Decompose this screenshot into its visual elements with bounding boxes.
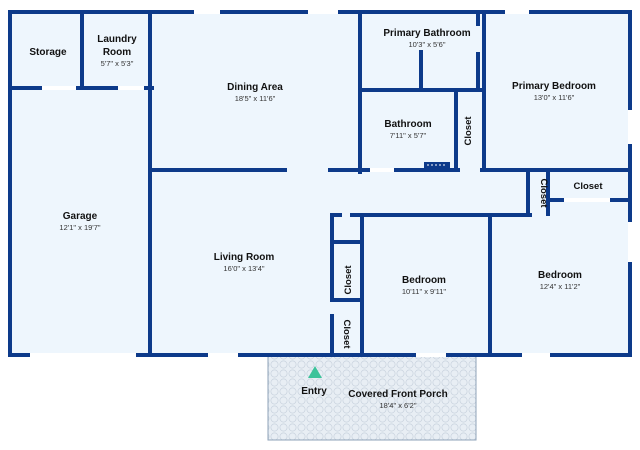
closet-label-right: Closet <box>573 181 603 192</box>
porch-dims: 18'4" x 6'2" <box>380 401 417 410</box>
bathroom-dims: 7'11" x 5'7" <box>390 131 427 140</box>
storage-label: Storage <box>29 47 67 58</box>
laundry-label-line1: Laundry <box>97 34 137 45</box>
window <box>194 10 220 14</box>
living-room-dims: 16'0" x 13'4" <box>223 264 264 273</box>
walls <box>8 10 632 357</box>
primary-bedroom-dims: 13'0" x 11'6" <box>534 93 575 102</box>
garage-dims: 12'1" x 19'7" <box>59 223 100 232</box>
closet-label-hall: Closet <box>538 178 549 208</box>
dining-dims: 18'5" x 11'6" <box>235 94 276 103</box>
window <box>628 222 632 262</box>
garage-label: Garage <box>63 211 98 222</box>
entry-label: Entry <box>301 386 327 397</box>
porch-floor <box>267 353 477 441</box>
dining-label: Dining Area <box>227 82 283 93</box>
window <box>564 198 610 202</box>
bedroom-right-dims: 12'4" x 11'2" <box>540 282 581 291</box>
window <box>208 353 238 357</box>
window <box>416 353 446 357</box>
living-room-label: Living Room <box>214 252 275 263</box>
bedroom-right-label: Bedroom <box>538 270 582 281</box>
window <box>30 353 136 357</box>
window <box>628 110 632 144</box>
window <box>308 10 338 14</box>
window <box>370 168 394 172</box>
primary-bedroom-label: Primary Bedroom <box>512 81 596 92</box>
bedroom-middle-dims: 10'11" x 9'11" <box>402 287 447 296</box>
primary-bathroom-label: Primary Bathroom <box>383 28 470 39</box>
bathroom-label: Bathroom <box>384 119 431 130</box>
closet-label-primary: Closet <box>463 116 474 146</box>
window <box>42 86 76 90</box>
primary-bathroom-dims: 10'3" x 5'6" <box>409 40 446 49</box>
porch-label: Covered Front Porch <box>348 389 447 400</box>
closet-label-living-lower: Closet <box>341 319 352 349</box>
entry-arrow-icon <box>308 366 322 378</box>
windows <box>30 10 632 357</box>
window <box>118 86 144 90</box>
window <box>505 10 529 14</box>
laundry-dims: 5'7" x 5'3" <box>101 59 134 68</box>
closet-label-living-upper: Closet <box>343 265 354 295</box>
laundry-label-line2: Room <box>103 47 131 58</box>
window <box>522 353 550 357</box>
bedroom-middle-label: Bedroom <box>402 275 446 286</box>
